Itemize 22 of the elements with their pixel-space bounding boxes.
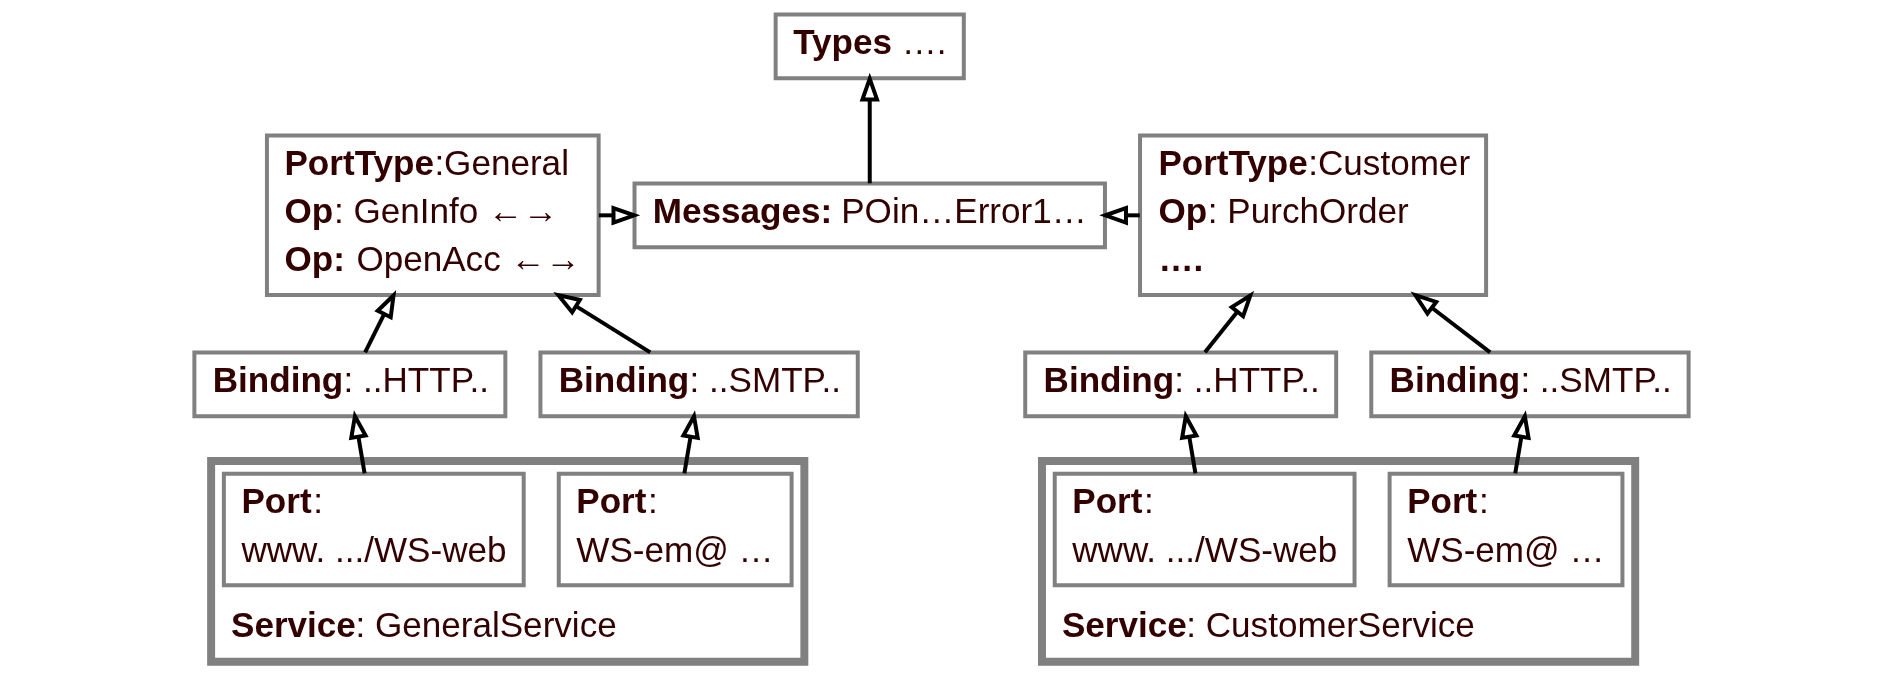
node-box: Binding: ..HTTP..: [192, 350, 508, 419]
node-box: PortType:Customer Op: PurchOrder ….: [1138, 133, 1489, 298]
arrow: [1410, 291, 1492, 354]
node-box: Port: WS-em@ …: [556, 471, 794, 588]
node-box: Port: www. .../WS-web: [1052, 471, 1357, 588]
arrow: [859, 72, 880, 184]
arrow: [553, 291, 652, 355]
arrow: [680, 410, 701, 474]
arrow: [1203, 290, 1255, 354]
node-box: Port: WS-em@ …: [1387, 471, 1625, 588]
arrow: [598, 205, 641, 226]
arrow: [1179, 410, 1200, 474]
node-box: Binding: ..HTTP..: [1023, 350, 1339, 419]
node-box: PortType:General Op: GenInfo ←→ Op: OpenAcc ←→: [264, 133, 601, 298]
node-box: Binding: ..SMTP..: [538, 350, 860, 419]
node-box: Messages: POin…Error1…: [632, 181, 1107, 250]
arrow: [363, 290, 397, 354]
node-box: Binding: ..SMTP..: [1369, 350, 1691, 419]
node-box: Types ….: [773, 12, 966, 81]
arrow: [348, 410, 369, 474]
arrow: [1511, 410, 1531, 474]
node-box: Port: www. .../WS-web: [221, 471, 526, 588]
